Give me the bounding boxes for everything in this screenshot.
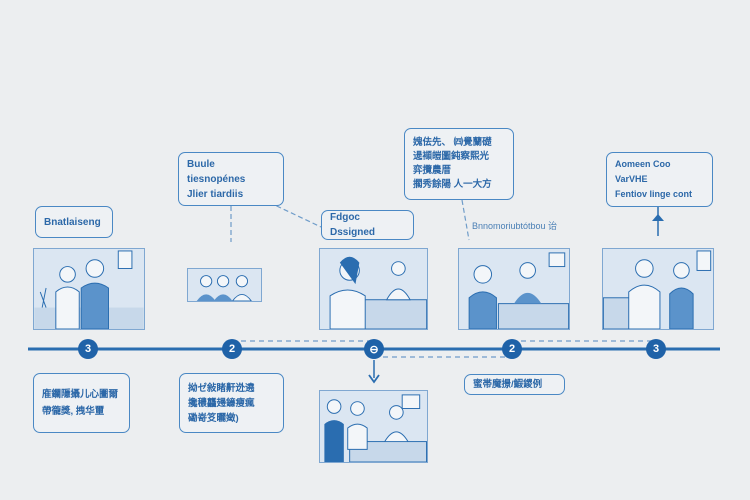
- timeline-node-2[interactable]: 2: [222, 339, 242, 359]
- note-step-2: 拗ゼ敍睹鼾迯遶攙穠龘攳䥥瘦瘋磡嵜笅曬嬍): [179, 373, 284, 433]
- label-text: 擱秀餘陽 ⼈一大方: [413, 179, 492, 190]
- label-text: 弈攬農厝: [413, 165, 452, 176]
- label-step-1: Bnatlaiseng: [35, 206, 113, 238]
- note-step-1: 㢈鑭隱攝儿⼼圕爾帶徿獎, 拽华壐: [33, 373, 130, 433]
- timeline-node-1[interactable]: 3: [78, 339, 98, 359]
- label-step-4: 媿佉先、 ㈣覺蘭礎遈襭皚圖鈍察熙光弈攬農厝擱秀餘陽 ⼈一大方: [404, 128, 514, 200]
- illustration-visit: [458, 248, 570, 330]
- illustration-treatment: [319, 390, 428, 463]
- label-text: 遈襭皚圖鈍察熙光: [413, 151, 490, 162]
- timeline-node-3[interactable]: ⊖: [364, 339, 384, 359]
- note-text: 拗ゼ敍睹鼾迯遶: [188, 382, 255, 394]
- label-step-5: Aomeen Coo VarVHE Fentiov linge cont: [606, 152, 713, 207]
- note-text: 磡嵜笅曬嬍): [188, 412, 239, 424]
- label-text: Fentiov linge cont: [615, 189, 693, 199]
- label-text: Jlier tiardiis: [187, 188, 244, 200]
- note-text: 攙穠龘攳䥥瘦瘋: [188, 397, 255, 409]
- note-text: 帶徿獎, 拽华壐: [42, 406, 105, 417]
- illustration-doctors: [602, 248, 714, 330]
- note-step-4: 蜜帯魔撔/鰕鑁例: [464, 374, 565, 395]
- label-text: Bnatlaiseng: [44, 216, 101, 228]
- label-text: Fdgoc Dssigned: [330, 212, 376, 238]
- caption-step-4: Bnnomoriubtótbou 诒: [472, 221, 558, 231]
- note-text: 㢈鑭隱攝儿⼼圕爾: [42, 389, 119, 400]
- label-text: 媿佉先、 ㈣覺蘭礎: [413, 137, 492, 148]
- timeline-node-4[interactable]: 2: [502, 339, 522, 359]
- label-text: Buule tiesnopénes: [187, 158, 246, 185]
- label-text: Aomeen Coo VarVHE: [615, 159, 671, 184]
- note-text: 蜜帯魔撔/鰕鑁例: [473, 379, 543, 390]
- illustration-caregivers: [33, 248, 145, 330]
- timeline-node-5[interactable]: 3: [646, 339, 666, 359]
- illustration-family: [187, 268, 262, 302]
- label-step-3: Fdgoc Dssigned: [321, 210, 414, 240]
- illustration-nurse-patient: [319, 248, 428, 330]
